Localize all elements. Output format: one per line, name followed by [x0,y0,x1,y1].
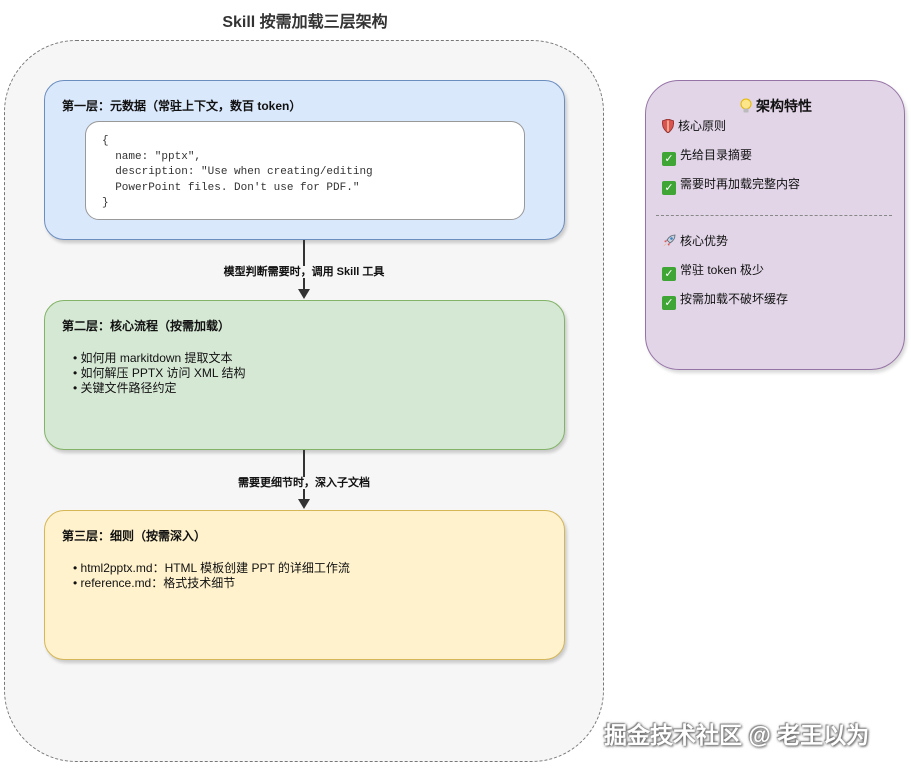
shield-icon [661,118,675,136]
layer-3-title: 第三层：细则（按需深入） [62,529,207,543]
principle-item-1: ✓先给目录摘要 [662,146,752,166]
list-item: • 如何解压 PPTX 访问 XML 结构 [73,366,246,380]
principle-item-2: ✓需要时再加载完整内容 [662,175,800,195]
list-item: • 关键文件路径约定 [73,381,177,395]
arrow-1-label: 模型判断需要时，调用 Skill 工具 [221,266,387,278]
layer-2-box: 第二层：核心流程（按需加载） • 如何用 markitdown 提取文本 • 如… [44,300,565,450]
rocket-icon [662,234,676,251]
layer-2-title: 第二层：核心流程（按需加载） [62,319,231,333]
principles-heading: 核心原则 [661,117,726,136]
watermark: 掘金技术社区 @ 老王以为 [604,722,870,748]
check-icon: ✓ [662,296,676,310]
arrow-2-head-icon [298,499,310,509]
layer-2-bullet-list: • 如何用 markitdown 提取文本 • 如何解压 PPTX 访问 XML… [73,351,245,396]
panel-title: 架构特性 [646,96,906,117]
panel-divider [656,215,892,216]
arrow-1-head-icon [298,289,310,299]
advantage-item-1: ✓常驻 token 极少 [662,261,764,281]
metadata-code-block: { name: "pptx", description: "Use when c… [85,121,525,220]
layer-1-title: 第一层：元数据（常驻上下文，数百 token） [62,99,302,113]
lightbulb-icon [740,98,752,117]
check-icon: ✓ [662,152,676,166]
advantage-item-2: ✓按需加载不破坏缓存 [662,290,788,310]
diagram-title: Skill 按需加载三层架构 [222,14,388,31]
architecture-features-panel: 架构特性 核心原则 ✓先给目录摘要 ✓需要时再加载完整内容 核心优势 ✓常驻 t… [645,80,905,370]
list-item: • reference.md：格式技术细节 [73,576,236,590]
check-icon: ✓ [662,267,676,281]
arrow-2-line [303,450,305,500]
arrow-1-line [303,240,305,290]
advantages-heading: 核心优势 [662,232,728,251]
check-icon: ✓ [662,181,676,195]
layer-3-box: 第三层：细则（按需深入） • html2pptx.md：HTML 模板创建 PP… [44,510,565,660]
list-item: • 如何用 markitdown 提取文本 [73,351,233,365]
arrow-2-label: 需要更细节时，深入子文档 [236,477,372,489]
list-item: • html2pptx.md：HTML 模板创建 PPT 的详细工作流 [73,561,350,575]
layer-1-box: 第一层：元数据（常驻上下文，数百 token） { name: "pptx", … [44,80,565,240]
layer-3-bullet-list: • html2pptx.md：HTML 模板创建 PPT 的详细工作流 • re… [73,561,350,591]
